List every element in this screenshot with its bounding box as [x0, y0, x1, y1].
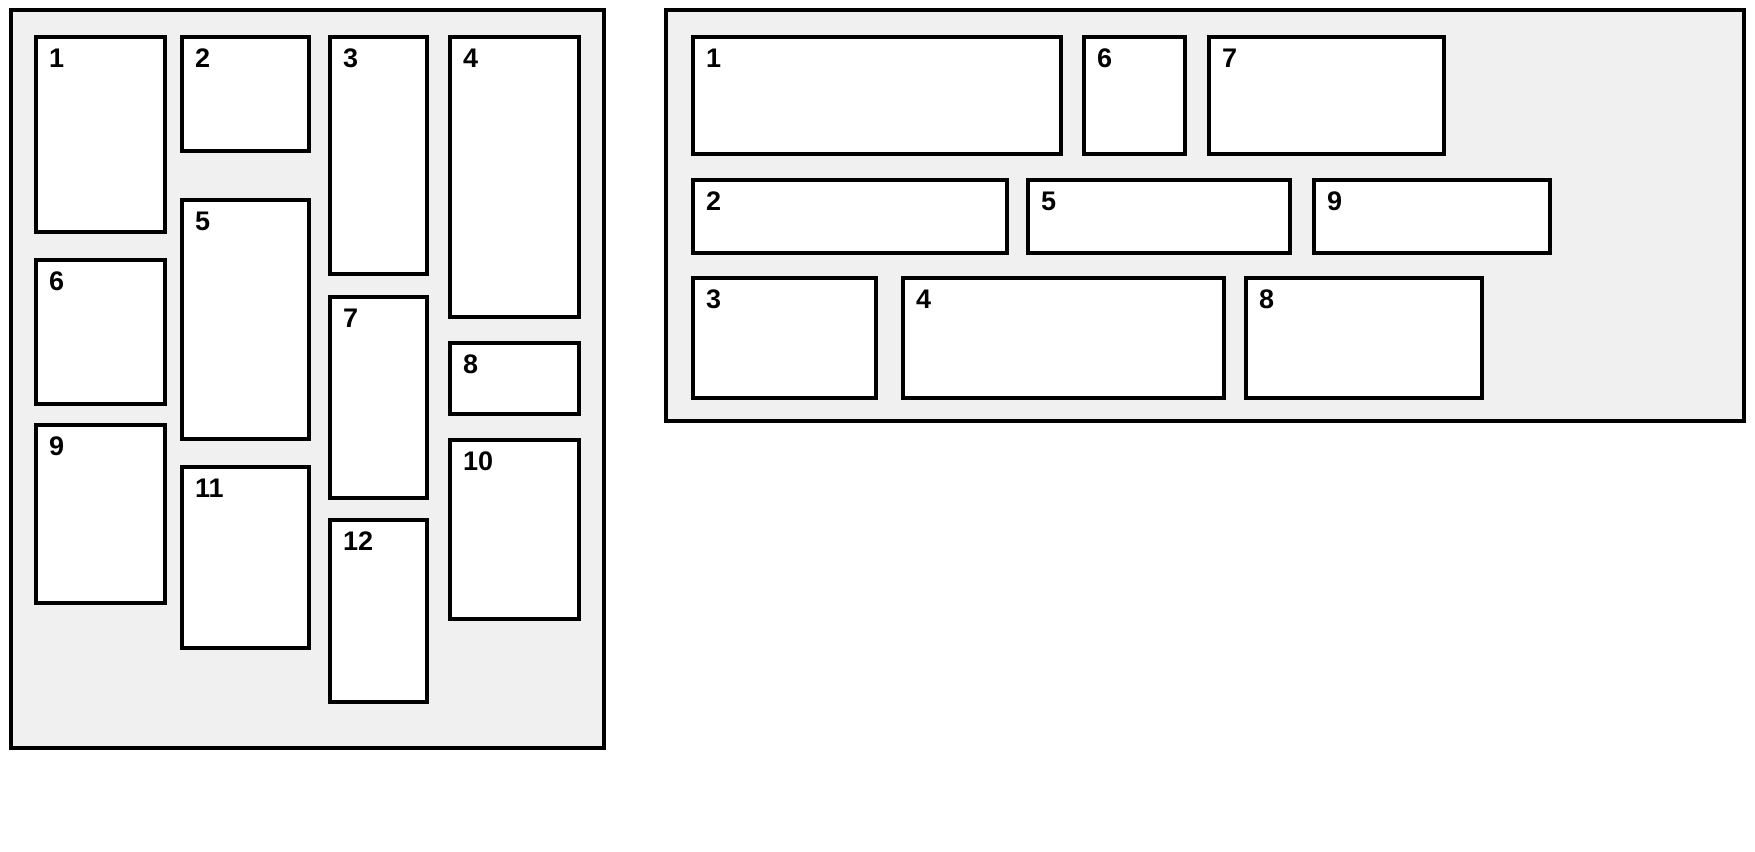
right-panel: 1 6 7 2 5 9 3 4 8: [664, 8, 1746, 423]
region-box-10[interactable]: 10: [448, 438, 581, 621]
region-box-3[interactable]: 3: [328, 35, 429, 276]
region-box-label: 1: [49, 43, 65, 73]
region-box-1[interactable]: 1: [691, 35, 1063, 156]
region-box-label: 7: [1222, 43, 1238, 73]
region-box-label: 3: [706, 284, 722, 314]
region-box-5[interactable]: 5: [1026, 178, 1292, 255]
region-box-6[interactable]: 6: [34, 258, 167, 406]
region-box-9[interactable]: 9: [1312, 178, 1552, 255]
region-box-2[interactable]: 2: [180, 35, 311, 153]
region-box-label: 8: [463, 349, 479, 379]
region-box-label: 9: [1327, 186, 1343, 216]
region-box-label: 12: [343, 526, 374, 556]
region-box-label: 5: [195, 206, 211, 236]
region-box-label: 8: [1259, 284, 1275, 314]
region-box-label: 1: [706, 43, 722, 73]
region-box-6[interactable]: 6: [1082, 35, 1187, 156]
region-box-8[interactable]: 8: [448, 341, 581, 416]
region-box-12[interactable]: 12: [328, 518, 429, 704]
region-box-9[interactable]: 9: [34, 423, 167, 605]
region-box-8[interactable]: 8: [1244, 276, 1484, 400]
region-box-label: 5: [1041, 186, 1057, 216]
region-box-label: 6: [1097, 43, 1113, 73]
region-box-5[interactable]: 5: [180, 198, 311, 441]
region-box-label: 7: [343, 303, 359, 333]
region-box-4[interactable]: 4: [901, 276, 1226, 400]
region-box-1[interactable]: 1: [34, 35, 167, 234]
region-box-label: 9: [49, 431, 65, 461]
region-box-label: 2: [706, 186, 722, 216]
region-box-label: 6: [49, 266, 65, 296]
region-box-label: 4: [463, 43, 479, 73]
region-box-label: 3: [343, 43, 359, 73]
region-box-7[interactable]: 7: [1207, 35, 1446, 156]
region-box-3[interactable]: 3: [691, 276, 878, 400]
region-box-label: 2: [195, 43, 211, 73]
region-box-label: 4: [916, 284, 932, 314]
region-box-label: 11: [195, 473, 224, 503]
region-box-label: 10: [463, 446, 494, 476]
region-box-11[interactable]: 11: [180, 465, 311, 650]
region-box-4[interactable]: 4: [448, 35, 581, 319]
region-box-2[interactable]: 2: [691, 178, 1009, 255]
region-box-7[interactable]: 7: [328, 295, 429, 500]
